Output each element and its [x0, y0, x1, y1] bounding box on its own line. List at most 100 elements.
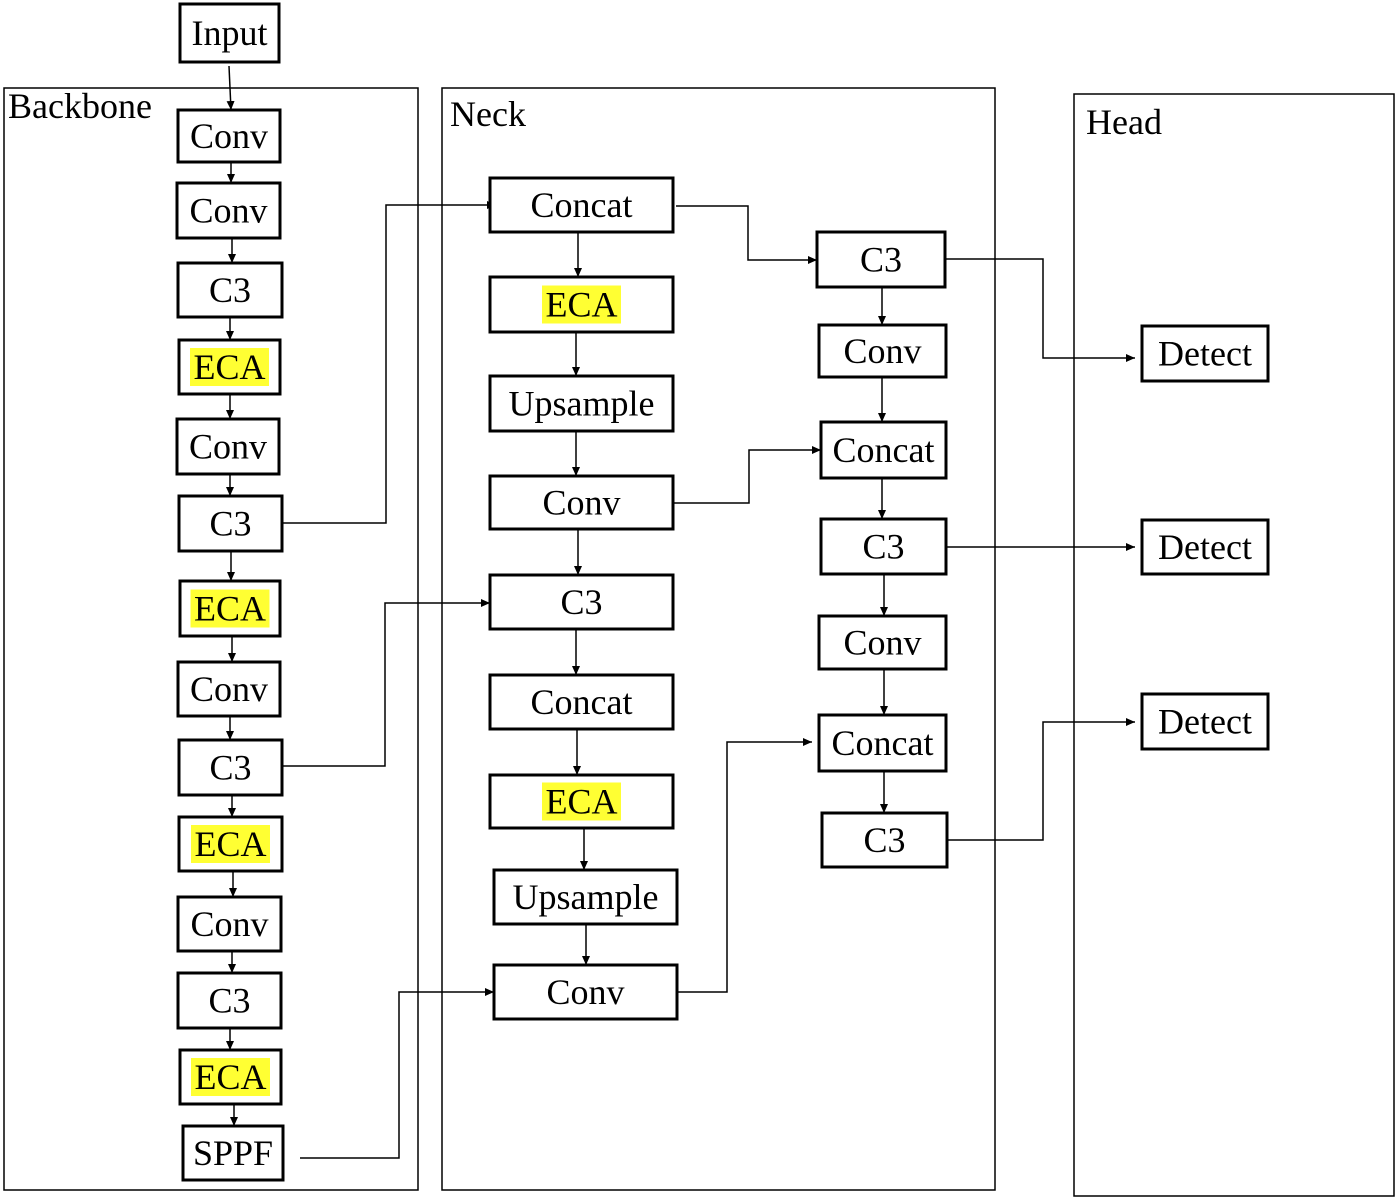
- node-label: ECA: [194, 589, 266, 629]
- node-nk-conv-1: Conv: [488, 474, 675, 531]
- node-box: [488, 374, 675, 433]
- node-nk-eca-2: ECA: [488, 773, 675, 830]
- node-bb-conv-5: Conv: [176, 895, 283, 953]
- node-box: [176, 660, 282, 718]
- neck-label: Neck: [450, 94, 526, 134]
- node-label: Concat: [531, 682, 633, 722]
- node-box: [820, 811, 949, 869]
- node-label: Detect: [1158, 334, 1252, 374]
- node-nk-upsample-2: Upsample: [492, 868, 679, 926]
- edge-conv-to-concat: [673, 446, 821, 504]
- node-box: [175, 417, 281, 476]
- node-bb-eca-2: ECA: [178, 579, 282, 638]
- node-label: ECA: [195, 824, 267, 864]
- node-box: [1140, 518, 1270, 576]
- node-box: [819, 420, 948, 480]
- node-nk-concat-2: Concat: [488, 673, 675, 731]
- node-box: [175, 181, 282, 240]
- node-label: C3: [862, 527, 904, 567]
- node-label: Conv: [189, 191, 267, 231]
- node-label: ECA: [546, 285, 618, 325]
- edge-conv-to-concat-2: [677, 738, 812, 993]
- node-bb-sppf: SPPF: [181, 1124, 285, 1182]
- node-bb-c3-4: C3: [176, 971, 283, 1030]
- node-nk-concat-3: Concat: [819, 420, 948, 480]
- node-bb-conv-3: Conv: [175, 417, 281, 476]
- node-hd-detect-1: Detect: [1140, 324, 1270, 383]
- node-nk-c3-3: C3: [819, 517, 948, 576]
- edge-concat-to-c3: [676, 205, 817, 264]
- node-nk-conv-4: Conv: [817, 614, 948, 671]
- node-label: C3: [208, 981, 250, 1021]
- edge-c3-to-c3-neck: [282, 599, 490, 767]
- node-box: [176, 971, 283, 1030]
- node-bb-eca-4: ECA: [178, 1048, 283, 1106]
- node-box: [817, 614, 948, 671]
- node-nk-c3-2: C3: [815, 230, 947, 289]
- node-label: ECA: [194, 347, 266, 387]
- node-bb-conv-4: Conv: [176, 660, 282, 718]
- node-label: Conv: [542, 483, 620, 523]
- node-box: [1140, 324, 1270, 383]
- node-bb-c3-3: C3: [177, 738, 284, 797]
- node-label: Detect: [1158, 527, 1252, 567]
- edge-c3-to-concat-1: [282, 201, 496, 524]
- node-box: [819, 517, 948, 576]
- node-label: ECA: [195, 1057, 267, 1097]
- head-label: Head: [1086, 102, 1162, 142]
- node-box: [815, 230, 947, 289]
- neck-panel: [441, 87, 996, 1191]
- node-bb-eca-3: ECA: [177, 815, 284, 873]
- node-nk-concat-4: Concat: [817, 713, 948, 773]
- node-label: Conv: [190, 669, 268, 709]
- node-label: C3: [863, 820, 905, 860]
- node-box: [817, 323, 948, 379]
- node-label: ECA: [546, 782, 618, 822]
- node-nk-concat-1: Concat: [488, 176, 675, 234]
- node-label: Upsample: [513, 877, 659, 917]
- node-box: [1140, 692, 1270, 751]
- node-label: C3: [860, 240, 902, 280]
- node-box: [178, 2, 281, 64]
- head-panel: [1073, 93, 1395, 1197]
- edges: [226, 65, 1135, 1159]
- node-label: Conv: [843, 331, 921, 371]
- node-box: [176, 108, 282, 164]
- node-bb-conv-1: Conv: [176, 108, 282, 164]
- edge-sppf-to-conv: [300, 988, 494, 1159]
- node-nk-upsample-1: Upsample: [488, 374, 675, 433]
- node-nk-eca-1: ECA: [488, 275, 675, 334]
- node-box: [492, 868, 679, 926]
- node-box: [177, 738, 284, 797]
- node-label: C3: [209, 748, 251, 788]
- text-highlight: [542, 285, 621, 324]
- text-highlight: [190, 589, 270, 628]
- edge-c3-to-detect-3: [947, 718, 1135, 841]
- node-label: Conv: [190, 904, 268, 944]
- node-box: [492, 963, 679, 1021]
- node-box: [176, 261, 284, 319]
- node-label: SPPF: [193, 1133, 273, 1173]
- node-box: [817, 713, 948, 773]
- text-highlight: [190, 348, 269, 386]
- node-bb-c3-1: C3: [176, 261, 284, 319]
- node-bb-c3-2: C3: [177, 494, 284, 553]
- node-label: C3: [209, 504, 251, 544]
- node-label: Concat: [833, 430, 935, 470]
- node-box: [488, 573, 675, 631]
- node-box: [488, 474, 675, 531]
- node-hd-detect-2: Detect: [1140, 518, 1270, 576]
- node-label: Conv: [190, 116, 268, 156]
- node-nk-c3-4: C3: [820, 811, 949, 869]
- node-box: [181, 1124, 285, 1182]
- node-label: Conv: [843, 623, 921, 663]
- node-nk-conv-3: Conv: [817, 323, 948, 379]
- node-box: [176, 895, 283, 953]
- node-label: Conv: [546, 972, 624, 1012]
- edge-c3-to-detect-1: [945, 258, 1135, 362]
- node-bb-conv-2: Conv: [175, 181, 282, 240]
- node-nk-conv-2: Conv: [492, 963, 679, 1021]
- node-label: Concat: [531, 185, 633, 225]
